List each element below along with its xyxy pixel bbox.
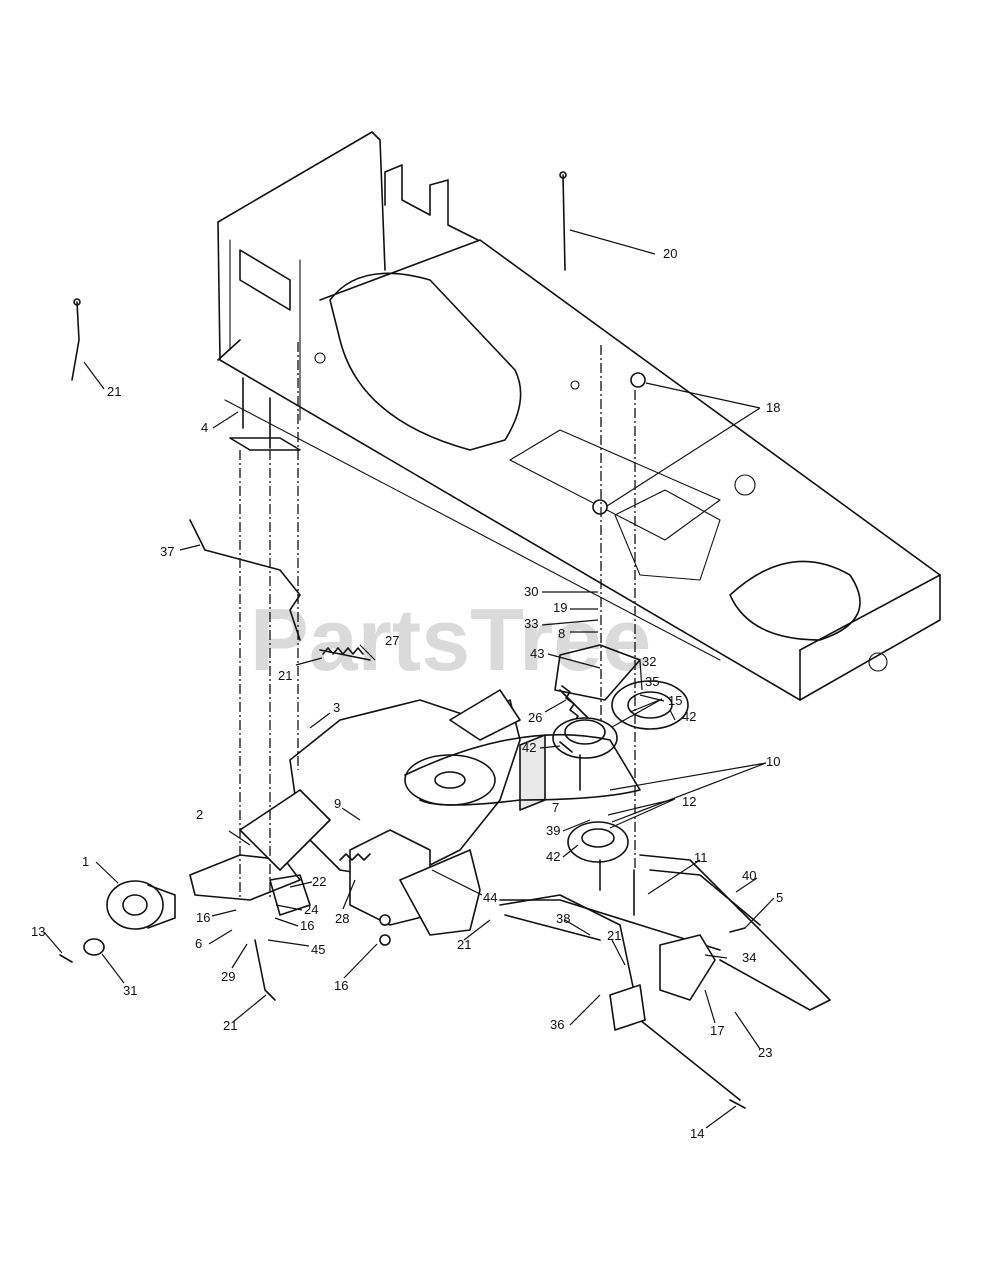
callout-13: 13 [31, 924, 45, 939]
linkage [499, 854, 831, 1109]
frame [217, 131, 941, 701]
callout-45: 45 [311, 942, 325, 957]
callout-26: 26 [528, 710, 542, 725]
callout-11: 11 [694, 850, 708, 865]
callout-22: 20 [663, 246, 677, 261]
callout-21-left: 21 [223, 1018, 237, 1033]
callout-7: 7 [552, 800, 559, 815]
callout-6: 6 [195, 936, 202, 951]
callout-27: 27 [385, 633, 399, 648]
callout-4: 4 [201, 420, 208, 435]
callout-23: 22 [312, 874, 326, 889]
transaxle [189, 689, 641, 1001]
callout-12: 12 [682, 794, 696, 809]
callout-24: 21 [107, 384, 121, 399]
callout-16-bottom: 16 [334, 978, 348, 993]
callout-31: 31 [123, 983, 137, 998]
callout-9: 9 [334, 796, 341, 811]
callout-10: 10 [766, 754, 780, 769]
callout-33: 33 [524, 616, 538, 631]
callout-16-left: 16 [196, 910, 210, 925]
callout-35: 35 [645, 674, 659, 689]
callout-21-right: 23 [758, 1045, 772, 1060]
callout-30: 30 [524, 584, 538, 599]
callout-43: 43 [530, 646, 544, 661]
callout-40: 40 [742, 868, 756, 883]
callout-34: 34 [742, 950, 756, 965]
callout-32: 32 [642, 654, 656, 669]
callout-28: 28 [335, 911, 349, 926]
callout-14: 14 [690, 1126, 704, 1141]
callout-17: 17 [710, 1023, 724, 1038]
callout-labels: 20 21 4 18 37 30 19 33 8 43 27 21 32 35 … [31, 246, 783, 1141]
callout-21-center: 21 [457, 937, 471, 952]
callout-3: 3 [333, 700, 340, 715]
leader-lines [43, 229, 775, 1129]
callout-19: 19 [553, 600, 567, 615]
callout-41: 42 [682, 709, 696, 724]
callout-5: 5 [776, 890, 783, 905]
callout-18: 18 [766, 400, 780, 415]
callout-29: 29 [221, 969, 235, 984]
callout-38: 38 [556, 911, 570, 926]
callout-16-right: 16 [300, 918, 314, 933]
callout-2: 2 [196, 807, 203, 822]
callout-25: 24 [304, 902, 318, 917]
callout-15: 15 [668, 693, 682, 708]
callout-42-lower: 42 [546, 849, 560, 864]
callout-20: 21 [278, 668, 292, 683]
callout-36: 36 [550, 1017, 564, 1032]
callout-42-upper: 42 [522, 740, 536, 755]
callout-44: 44 [483, 890, 497, 905]
parts [59, 171, 689, 963]
callout-8: 8 [558, 626, 565, 641]
callout-1: 1 [82, 854, 89, 869]
callout-39: 39 [546, 823, 560, 838]
watermark: PartsTree [250, 590, 651, 689]
assembly-lines [239, 342, 636, 900]
callout-21-right-top: 21 [607, 928, 621, 943]
callout-37: 37 [160, 544, 174, 559]
